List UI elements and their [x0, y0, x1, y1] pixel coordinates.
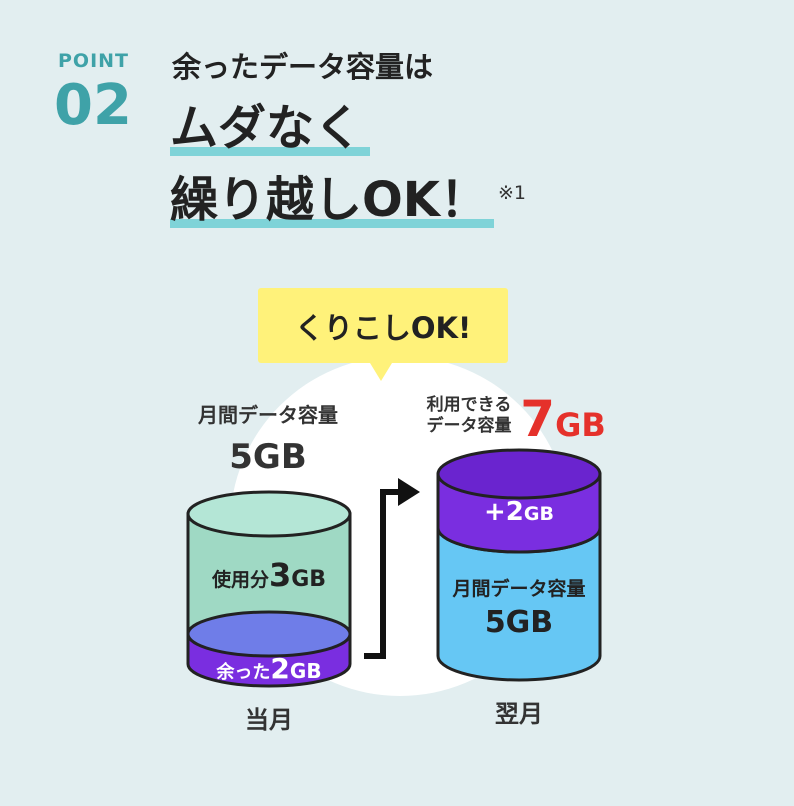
carryover-arrow-head: [398, 478, 420, 506]
point-number: 02: [54, 73, 132, 138]
next-capacity-value: 5GB: [485, 605, 553, 640]
point-label: POINT: [58, 50, 130, 72]
speech-bubble: [258, 288, 508, 363]
headline-line-3: 繰り越しOK！: [170, 172, 489, 228]
usable-capacity-value: 7GB: [520, 390, 605, 448]
current-capacity-value: 5GB: [229, 437, 306, 477]
next-month-name: 翌月: [495, 700, 543, 728]
remaining-amount-text: 余った2GB: [215, 652, 321, 685]
carryover-arrow-line: [364, 489, 402, 659]
current-month-name: 当月: [245, 706, 293, 734]
next-capacity-label: 月間データ容量: [451, 577, 585, 600]
next-month-cylinder: [436, 448, 602, 682]
headline-line-1: 余ったデータ容量は: [172, 50, 434, 84]
bubble-text: くりこしOK!: [295, 311, 471, 345]
usable-label-2: データ容量: [427, 415, 512, 436]
headline-underline-2: [170, 147, 370, 156]
speech-bubble-tail: [370, 363, 392, 381]
footnote-mark: ※1: [498, 182, 527, 204]
current-capacity-label: 月間データ容量: [197, 403, 338, 427]
carryover-amount-text: +2GB: [484, 497, 554, 527]
headline-underline-3: [170, 219, 494, 228]
used-amount-text: 使用分3GB: [211, 556, 326, 594]
headline-line-2: ムダなく: [170, 100, 363, 156]
usable-label-1: 利用できる: [427, 394, 512, 415]
current-month-cylinder: [186, 490, 352, 688]
